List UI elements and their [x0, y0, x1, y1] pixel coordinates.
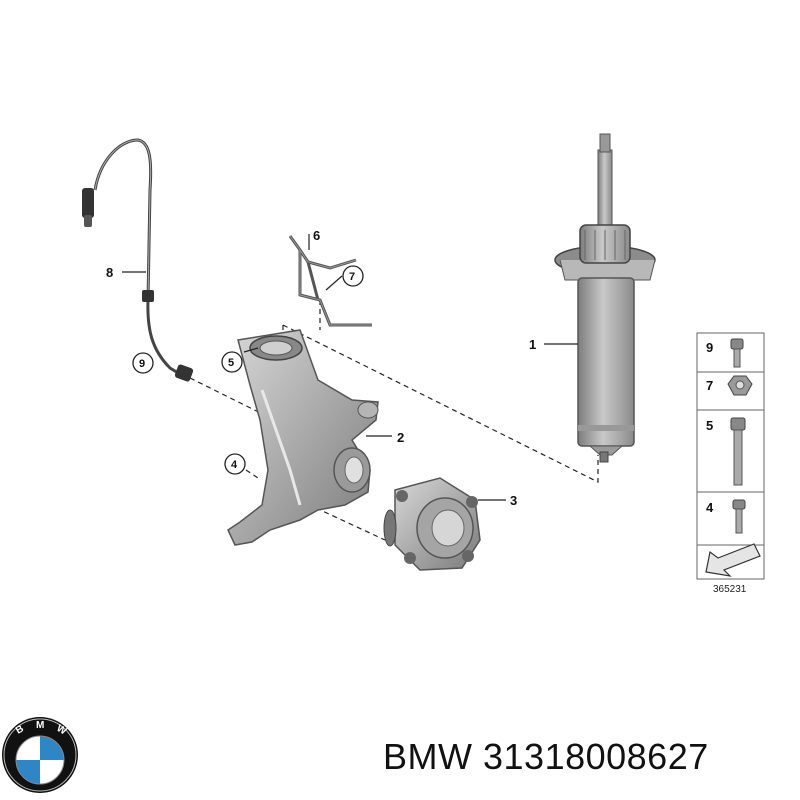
bolt-5-icon	[730, 417, 746, 486]
abs-sensor-cable	[82, 138, 194, 382]
diagram-id: 365231	[713, 584, 747, 595]
legend-num-9: 9	[706, 340, 713, 355]
leader-lines	[122, 234, 578, 501]
fastener-legend: 9 7 5 4 365231	[696, 332, 765, 595]
callout-1: 1	[529, 337, 536, 352]
bolt-9-icon	[730, 338, 744, 368]
legend-num-5: 5	[706, 418, 713, 433]
bolt-4-icon	[732, 499, 746, 534]
callout-4: 4	[231, 459, 238, 471]
callout-5: 5	[228, 357, 234, 369]
bmw-logo-icon: B M W	[2, 717, 78, 793]
legend-num-7: 7	[706, 378, 713, 393]
callout-2: 2	[397, 430, 404, 445]
direction-arrow-icon	[696, 543, 765, 580]
shock-absorber	[554, 133, 656, 463]
callout-3: 3	[510, 493, 517, 508]
brand-part-number: BMW 31318008627	[383, 736, 709, 778]
callout-9: 9	[139, 358, 145, 370]
callout-6: 6	[313, 228, 320, 243]
assembly-lines	[189, 300, 599, 541]
wheel-hub	[383, 477, 481, 571]
brand-name: BMW	[383, 736, 473, 777]
part-number: 31318008627	[483, 736, 709, 777]
callout-7: 7	[349, 271, 355, 283]
callout-8: 8	[106, 265, 113, 280]
steering-knuckle	[227, 329, 379, 546]
svg-text:M: M	[36, 720, 44, 731]
svg-text:B: B	[14, 723, 26, 736]
nut-7-icon	[727, 375, 753, 396]
legend-num-4: 4	[706, 500, 714, 515]
